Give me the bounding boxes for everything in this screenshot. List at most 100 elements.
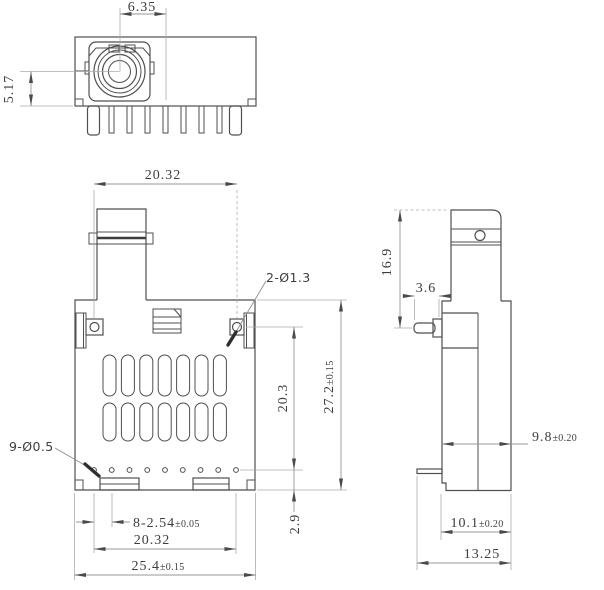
dim-label: 10.1±0.20 (451, 516, 504, 531)
dim-label: 20.32 (134, 533, 171, 548)
dim-jack-offset: 6.35 (20, 0, 167, 100)
pin-hole (197, 467, 204, 473)
mount-hole-left (89, 321, 100, 333)
pin (216, 105, 223, 134)
front-view: 20.32 2-Ø1.3 20.3 27.2±0.15 9-Ø0.5 (9, 168, 347, 580)
dim-label: 20.32 (145, 168, 182, 183)
pin-wide-left (86, 105, 101, 136)
callout-mount-holes: 2-Ø1.3 (226, 270, 311, 347)
vent-slot (157, 402, 172, 442)
housing-tab-right (149, 61, 155, 75)
flange-right (243, 312, 255, 349)
leader-line (54, 447, 89, 468)
vent-slots-row1 (102, 354, 227, 397)
latch-outline (152, 308, 182, 334)
front-view-outline (74, 208, 256, 491)
bayonet-tab-right (124, 44, 136, 53)
side-view-outline (413, 209, 512, 492)
vent-slot (102, 354, 117, 397)
pin (198, 105, 205, 134)
pin-hole (162, 467, 168, 473)
dim-label: 13.25 (464, 547, 501, 562)
latch-detail (152, 308, 182, 334)
pin-hole (108, 467, 115, 473)
jack-barrel (96, 208, 147, 300)
dim-tolerance: ±0.15 (325, 361, 336, 386)
dim-stud-length: 3.6 (402, 281, 451, 320)
dim-tolerance: ±0.05 (175, 519, 200, 530)
leader-line (232, 280, 267, 338)
dim-pin-pitch: 8-2.54±0.05 (76, 493, 200, 553)
dim-label: 16.9 (380, 248, 395, 277)
pin-hole (179, 467, 186, 473)
dim-label: 8-2.54±0.05 (133, 516, 200, 531)
pin-wide-right (228, 105, 243, 136)
band-hole (474, 229, 486, 242)
pin-hole (215, 467, 222, 473)
vent-slot (139, 402, 154, 442)
dim-value: 9.8 (532, 430, 553, 445)
bottom-feet (75, 477, 255, 491)
dim-value: 27.2 (322, 385, 337, 414)
dim-value: 25.4 (132, 559, 161, 574)
dim-lower-depth: 10.1±0.20 (440, 494, 512, 570)
dim-upper-depth: 9.8±0.20 (442, 430, 577, 446)
dim-label: 6.35 (128, 0, 157, 15)
dim-label: 27.2±0.15 (322, 361, 337, 414)
corner-step-right (247, 98, 256, 106)
dim-label: 5.17 (2, 75, 17, 104)
vent-slot (176, 354, 191, 397)
dim-tolerance: ±0.20 (553, 433, 578, 444)
dim-body-height: 27.2±0.15 (257, 299, 347, 491)
dim-overall-depth: 13.25 (416, 476, 511, 570)
dim-pin-row-to-bottom: 2.9 (288, 470, 303, 534)
corner-step-left (75, 98, 84, 106)
pin-hole (126, 467, 133, 473)
callout-pin-holes: 9-Ø0.5 (9, 439, 101, 478)
dim-value: 10.1 (451, 516, 480, 531)
dim-label: 25.4±0.15 (132, 559, 185, 574)
vent-slot (120, 402, 135, 442)
dim-mount-hole-spacing: 20.32 (93, 168, 238, 318)
pin (162, 105, 169, 134)
dim-label: 2.9 (288, 514, 303, 535)
pin (144, 105, 151, 134)
vent-slot (139, 354, 154, 397)
vent-slot (212, 402, 227, 442)
pin-hole (144, 467, 151, 473)
top-view-pins (86, 105, 243, 136)
dim-body-width: 25.4±0.15 (74, 493, 256, 580)
leader-arrow (83, 462, 101, 478)
dim-label: 20.3 (276, 384, 291, 413)
pin-hole (233, 467, 239, 473)
dim-hole-to-pin-row: 20.3 (240, 326, 303, 471)
vent-slot (157, 354, 172, 397)
vent-slot (194, 354, 209, 397)
pin (180, 105, 187, 134)
dim-value: 8-2.54 (133, 516, 175, 531)
jack-barrel (450, 209, 502, 301)
latch-fold (173, 308, 182, 318)
collar-cap-right (145, 232, 154, 245)
pin (126, 105, 133, 134)
leader-arrow (226, 330, 238, 347)
collar-cap-left (88, 232, 98, 245)
dim-label: 9.8±0.20 (532, 430, 577, 445)
dim-pin-span: 20.32 (94, 493, 237, 554)
side-view: 16.9 3.6 9.8±0.20 10.1±0.20 13.25 (380, 209, 577, 570)
dim-tolerance: ±0.20 (479, 519, 504, 530)
vent-slot (102, 402, 117, 442)
pin-hole-row (91, 467, 239, 473)
dim-label: 3.6 (416, 281, 437, 296)
housing-tab-left (84, 61, 90, 75)
mount-ear-left (85, 318, 104, 336)
callout-label: 2-Ø1.3 (266, 270, 311, 285)
flange-left (75, 312, 87, 349)
dim-jack-center-to-base: 5.17 (2, 71, 73, 107)
mount-ear-right (229, 318, 245, 336)
dim-tolerance: ±0.15 (160, 562, 185, 573)
pin (108, 105, 115, 134)
vent-slot (212, 354, 227, 397)
